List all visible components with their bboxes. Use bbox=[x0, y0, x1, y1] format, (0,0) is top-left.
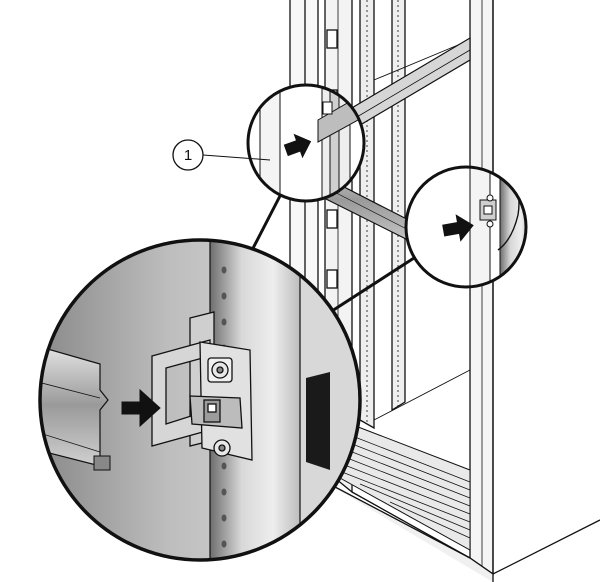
callout-number: 1 bbox=[184, 147, 192, 164]
rack-base bbox=[317, 477, 494, 582]
callout-icon bbox=[172, 139, 204, 171]
right-arrow-icon bbox=[283, 133, 312, 159]
right-arrow-icon bbox=[442, 214, 474, 242]
callout-leader-line bbox=[202, 154, 271, 161]
detail-circle-front bbox=[404, 165, 528, 289]
post-holes bbox=[221, 266, 227, 548]
detail-circle-upper bbox=[246, 83, 366, 203]
rack-cabinet bbox=[289, 0, 600, 582]
right-arrow-icon bbox=[121, 388, 161, 428]
callout-1: 1 bbox=[172, 139, 271, 171]
mounting-bracket bbox=[151, 311, 253, 461]
detail-circle-large bbox=[38, 238, 362, 562]
